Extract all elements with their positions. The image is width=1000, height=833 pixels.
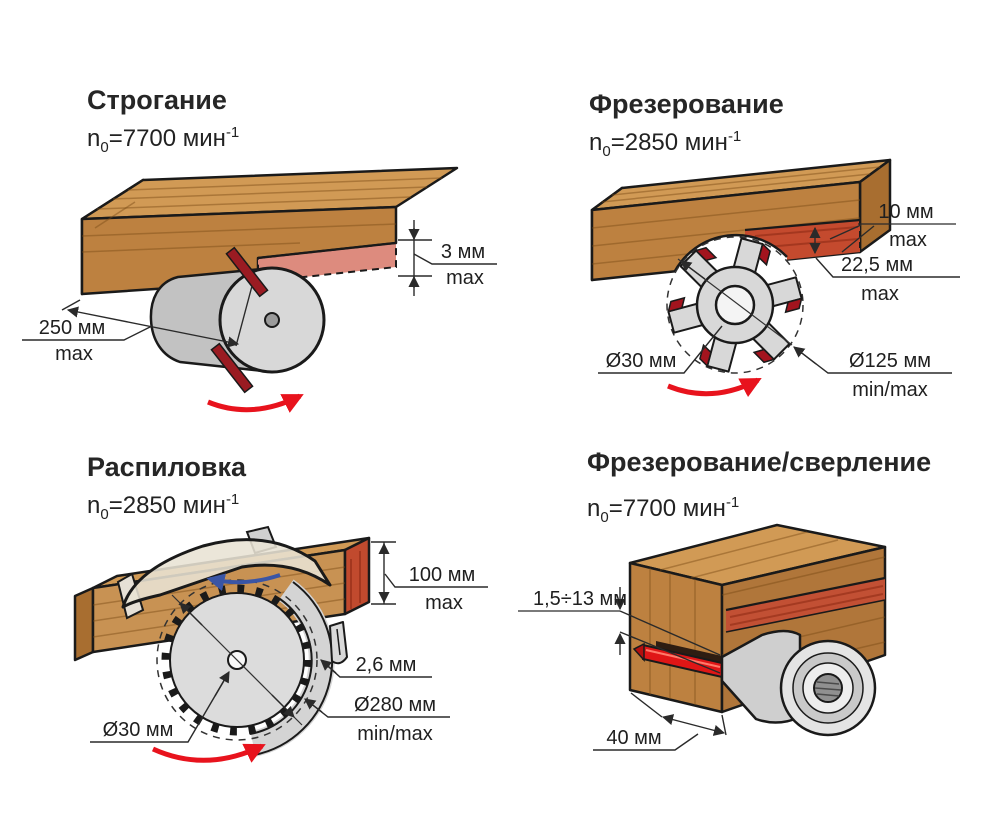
dim-depth: 22,5 мм max	[815, 254, 960, 305]
wood-grain	[81, 177, 443, 253]
diameter-label: Ø280 мм	[354, 694, 436, 716]
speed-superscript: -1	[725, 494, 740, 511]
rotation-arrow	[667, 377, 762, 398]
dim-width: 40 мм	[593, 692, 727, 751]
rotation-arrow	[207, 393, 304, 413]
speed-superscript: -1	[225, 491, 240, 508]
diameter-label: Ø125 мм	[849, 350, 931, 372]
dim-depth: 3 мм max	[398, 220, 497, 296]
speed-variable: n	[589, 129, 603, 156]
planing-illustration: 3 мм max 250 мм max	[22, 166, 497, 413]
speed-subscript: 0	[602, 142, 611, 160]
workpiece-beam	[80, 166, 459, 296]
bore-label: Ø30 мм	[103, 719, 174, 741]
dim-height: 100 мм max	[371, 541, 488, 614]
saw-blade	[156, 579, 318, 741]
speed-variable: n	[587, 495, 601, 522]
width-qualifier: max	[55, 343, 93, 365]
dim-width: 250 мм max	[22, 285, 253, 365]
speed-value: =7700 мин	[608, 495, 726, 522]
speed-value: =7700 мин	[108, 125, 226, 152]
speed-variable: n	[87, 125, 101, 152]
width-label: 250 мм	[39, 317, 105, 339]
dim-bore: Ø30 мм	[90, 671, 230, 743]
panel-title: Фрезерование/сверление	[587, 447, 932, 477]
height-qualifier: max	[425, 592, 463, 614]
bore-label: Ø30 мм	[606, 350, 677, 372]
speed-subscript: 0	[600, 508, 609, 526]
panel-title: Строгание	[87, 85, 227, 115]
diameter-qualifier: min/max	[357, 723, 433, 745]
speed-superscript: -1	[727, 128, 742, 145]
panel-title: Распиловка	[87, 452, 247, 482]
kerf-label: 2,6 мм	[356, 654, 417, 676]
spindle-speed: n0=7700 мин-1	[87, 124, 239, 156]
dim-step: 10 мм max	[829, 201, 956, 253]
depth-qualifier: max	[861, 283, 899, 305]
speed-value: =2850 мин	[610, 129, 728, 156]
planer-knife	[225, 246, 269, 298]
rotation-arrow	[151, 743, 266, 763]
milled-slot	[725, 576, 886, 633]
dim-diameter: Ø125 мм min/max	[793, 346, 952, 401]
dim-kerf: 2,6 мм	[320, 654, 432, 678]
spindle-speed: n0=7700 мин-1	[587, 494, 739, 526]
spindle-speed: n0=2850 мин-1	[589, 128, 741, 160]
speed-subscript: 0	[100, 505, 109, 523]
step-qualifier: max	[889, 229, 927, 251]
sawing-illustration: 100 мм max 2,6 мм Ø280 мм min/max Ø30 мм	[73, 525, 488, 763]
width-label: 40 мм	[606, 727, 661, 749]
spindle-speed: n0=2850 мин-1	[87, 491, 239, 523]
panel-title: Фрезерование	[589, 89, 784, 119]
milling-illustration: 10 мм max 22,5 мм max Ø30 мм Ø125 мм min…	[590, 158, 960, 401]
speed-variable: n	[87, 492, 101, 519]
speed-subscript: 0	[100, 138, 109, 156]
blade-teeth	[161, 584, 313, 736]
drill-chuck	[720, 629, 877, 737]
height-label: 100 мм	[409, 564, 475, 586]
drilling-illustration: 1,5÷13 мм 40 мм	[518, 523, 887, 751]
speed-value: =2850 мин	[108, 492, 226, 519]
dim-bore: Ø30 мм	[598, 325, 723, 374]
blade-guard	[116, 525, 332, 620]
depth-qualifier: max	[446, 267, 484, 289]
depth-label: 22,5 мм	[841, 254, 913, 276]
speed-superscript: -1	[225, 124, 240, 141]
range-label: 1,5÷13 мм	[533, 588, 627, 610]
cut-end-face	[343, 536, 371, 616]
step-label: 10 мм	[878, 201, 933, 223]
max-diameter-circle	[156, 579, 318, 741]
diameter-line	[677, 258, 793, 346]
dim-diameter: Ø280 мм min/max	[304, 694, 450, 745]
feed-direction-arrow	[206, 573, 281, 591]
diameter-qualifier: min/max	[852, 379, 928, 401]
max-diameter-circle	[666, 236, 804, 374]
riving-knife	[329, 621, 348, 665]
milling-cutter	[666, 236, 804, 374]
dim-range: 1,5÷13 мм	[518, 587, 721, 674]
depth-label: 3 мм	[441, 241, 485, 263]
